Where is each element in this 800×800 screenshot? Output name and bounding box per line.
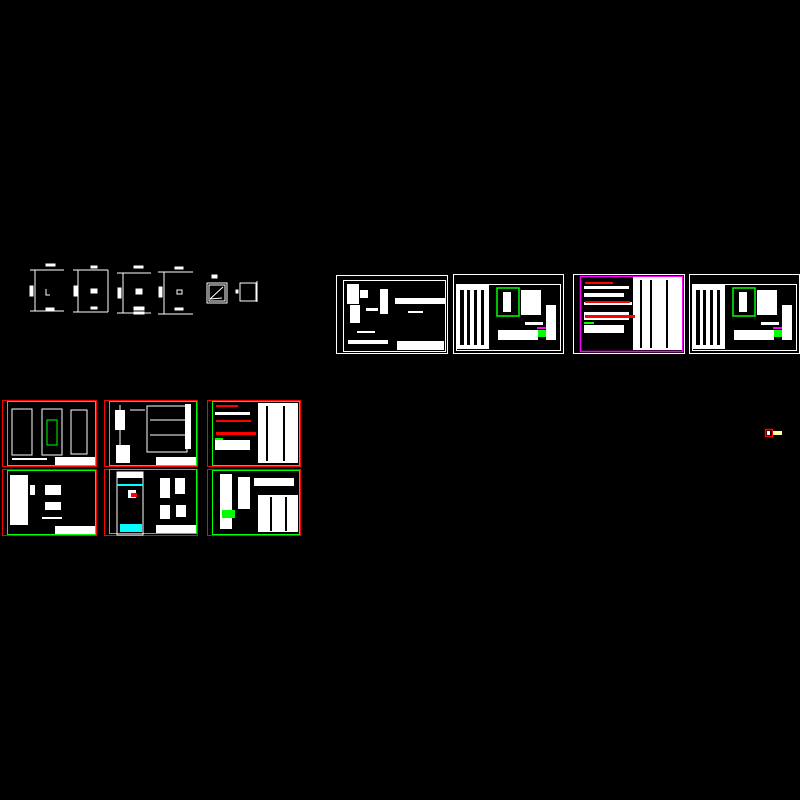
sheet-notes-2[interactable] xyxy=(207,400,301,467)
elevation-frame-3[interactable] xyxy=(117,265,151,315)
cabinet-elevation-group xyxy=(29,263,258,315)
top-sheets xyxy=(336,274,800,354)
elevation-frame-2[interactable] xyxy=(73,265,109,313)
plan-view-square[interactable] xyxy=(206,274,228,304)
sheet-layout-2[interactable] xyxy=(689,274,800,354)
sheet-layout-1[interactable] xyxy=(453,274,564,354)
elevation-frame-1[interactable] xyxy=(29,263,64,312)
detached-block[interactable] xyxy=(764,428,783,438)
sheet-schematic-1[interactable] xyxy=(336,275,448,354)
sheet-primary-circuit[interactable] xyxy=(2,469,97,536)
elevation-frame-4[interactable] xyxy=(158,266,193,315)
sheet-cabinet-front[interactable] xyxy=(2,400,97,467)
sheet-notes-1[interactable] xyxy=(573,274,685,354)
sheet-cabinet-section[interactable] xyxy=(104,469,198,536)
side-view-frame[interactable] xyxy=(235,281,258,302)
sheet-wiring-table[interactable] xyxy=(207,469,301,536)
bottom-sheets xyxy=(2,400,301,536)
sheet-control-circuit[interactable] xyxy=(104,400,198,467)
